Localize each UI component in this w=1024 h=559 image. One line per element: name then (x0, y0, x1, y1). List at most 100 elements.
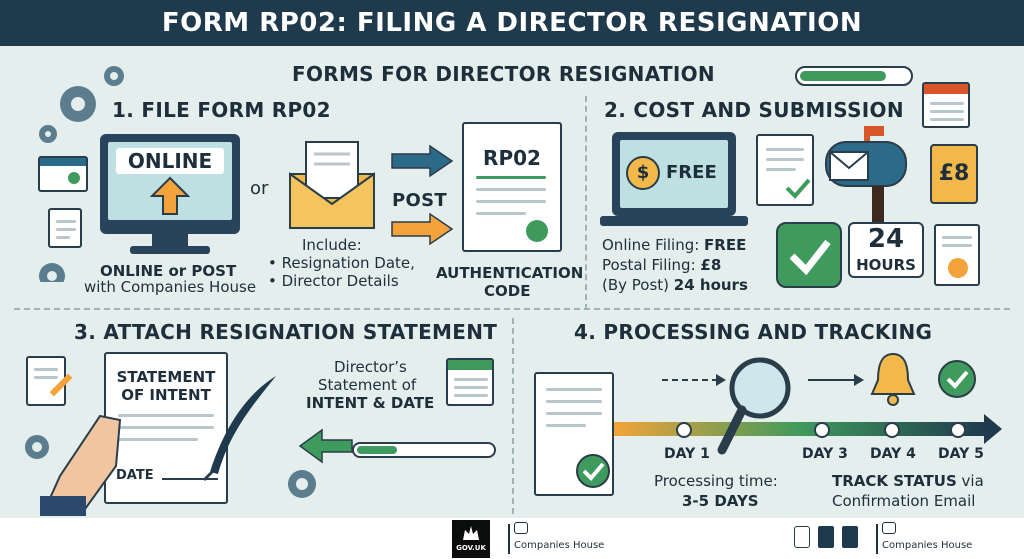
footer-divider-2 (876, 524, 878, 554)
auth-line2: CODE (484, 282, 531, 300)
footer-divider-1 (508, 524, 510, 554)
subtitle: FORMS FOR DIRECTOR RESIGNATION (292, 62, 715, 86)
statement-paper-icon: STATEMENT OF INTENT DATE (104, 352, 228, 504)
section1-caption-line1: ONLINE or POST (100, 262, 237, 280)
arrow-icon (808, 374, 864, 386)
clipboard-icon (48, 208, 82, 248)
documents-stack-icon (534, 372, 614, 496)
divider-middle (14, 308, 1010, 310)
upload-arrow-icon (150, 176, 190, 215)
royal-arms-icon (514, 522, 528, 534)
include-item-1: • Resignation Date, (268, 254, 415, 272)
form-icon-1 (794, 526, 810, 548)
monitor-stand (152, 234, 188, 248)
progress-bar (795, 66, 913, 86)
infographic-canvas: FORMS FOR DIRECTOR RESIGNATION 1. FILE F… (0, 46, 1024, 518)
calendar-small-icon (446, 358, 494, 406)
form-icon-3 (842, 526, 858, 548)
royal-arms-icon-2 (882, 522, 896, 534)
day5-marker (950, 422, 966, 438)
check-circle-icon (938, 360, 976, 398)
online-filing-value: FREE (704, 236, 747, 254)
track-line2: Confirmation Email (832, 492, 976, 510)
track-status-rest: via (956, 472, 984, 490)
gear-small-icon (288, 470, 316, 498)
approved-document-icon (756, 134, 814, 206)
envelope-icon (289, 141, 375, 229)
dollar-coin-icon: $ (626, 156, 660, 190)
statement-progress-bar (352, 442, 496, 458)
rp02-form-icon: RP02 (462, 122, 562, 252)
day4-marker (884, 422, 900, 438)
post-time: (By Post) 24 hours (602, 276, 748, 294)
arrow-right-icon (391, 144, 454, 178)
govuk-logo: GOV.UK (452, 520, 490, 558)
day4-label: DAY 4 (870, 446, 916, 462)
form-icon-2 (818, 526, 834, 548)
govuk-text: GOV.UK (456, 544, 486, 552)
back-arrow-icon (298, 428, 353, 464)
post-time-label: (By Post) (602, 276, 674, 294)
hours-label: HOURS (856, 256, 916, 274)
companies-house-label-1: Companies House (514, 540, 605, 551)
day3-label: DAY 3 (802, 446, 848, 462)
day1-label: DAY 1 (664, 446, 710, 462)
rp02-form-label: RP02 (483, 146, 541, 170)
online-filing-label: Online Filing: (602, 236, 705, 254)
processing-line2: 3-5 DAYS (682, 492, 759, 510)
include-title: Include: (302, 236, 362, 254)
section3-caption-line2: Statement of (318, 376, 417, 394)
day3-marker (814, 422, 830, 438)
auth-line1: AUTHENTICATION (436, 264, 584, 282)
include-item-2-text: Director Details (281, 272, 399, 290)
section4-heading: 4. PROCESSING AND TRACKING (574, 320, 933, 344)
post-time-value: 24 hours (673, 276, 748, 294)
crown-icon (463, 526, 479, 540)
arrow-right-orange-icon (391, 212, 454, 246)
laptop-icon: $ FREE (612, 132, 736, 216)
seal-icon (526, 220, 548, 242)
bell-icon (870, 352, 916, 406)
divider-bottom (512, 318, 514, 514)
footer: GOV.UK Companies House Companies House (0, 518, 1024, 559)
checkmark-box-icon (776, 222, 842, 288)
laptop-screen-label: FREE (666, 162, 717, 183)
or-text: or (250, 178, 269, 199)
price-badge: £8 (930, 144, 978, 204)
day1-marker (676, 422, 692, 438)
page-title: FORM RP02: FILING A DIRECTOR RESIGNATION (0, 0, 1024, 46)
magnifier-icon (717, 357, 791, 455)
section3-caption-line1: Director’s (334, 358, 407, 376)
browser-window-icon (38, 156, 88, 192)
quill-pen-icon (202, 376, 276, 482)
online-filing: Online Filing: FREE (602, 236, 746, 254)
day5-label: DAY 5 (938, 446, 984, 462)
track-line1: TRACK STATUS via (832, 472, 984, 490)
post-label: POST (392, 190, 447, 211)
postal-filing: Postal Filing: £8 (602, 256, 721, 274)
hours-number: 24 (867, 224, 905, 254)
statement-line2: OF INTENT (121, 386, 211, 404)
section3-caption-line3: INTENT & DATE (306, 394, 435, 412)
divider-top (585, 96, 587, 310)
monitor-base (130, 246, 210, 254)
online-monitor-icon: ONLINE (100, 134, 240, 234)
certificate-icon (934, 224, 980, 286)
companies-house-label-2: Companies House (882, 540, 973, 551)
section3-heading: 3. ATTACH RESIGNATION STATEMENT (74, 320, 498, 344)
gear-icon (25, 435, 49, 459)
date-label: DATE (116, 468, 154, 483)
section1-heading: 1. FILE FORM RP02 (112, 98, 331, 122)
hours-badge: 24 HOURS (848, 222, 924, 278)
statement-line1: STATEMENT (116, 368, 216, 386)
calendar-icon (922, 82, 970, 128)
laptop-base (600, 216, 748, 226)
timeline-bar (614, 414, 1002, 444)
section1-caption-line2: with Companies House (84, 278, 257, 296)
postal-filing-label: Postal Filing: (602, 256, 701, 274)
edit-document-icon (26, 356, 73, 406)
track-status-bold: TRACK STATUS (832, 472, 957, 490)
progress-bar-fill (800, 71, 887, 81)
hand-icon (40, 414, 122, 516)
gears-icon (39, 66, 124, 282)
